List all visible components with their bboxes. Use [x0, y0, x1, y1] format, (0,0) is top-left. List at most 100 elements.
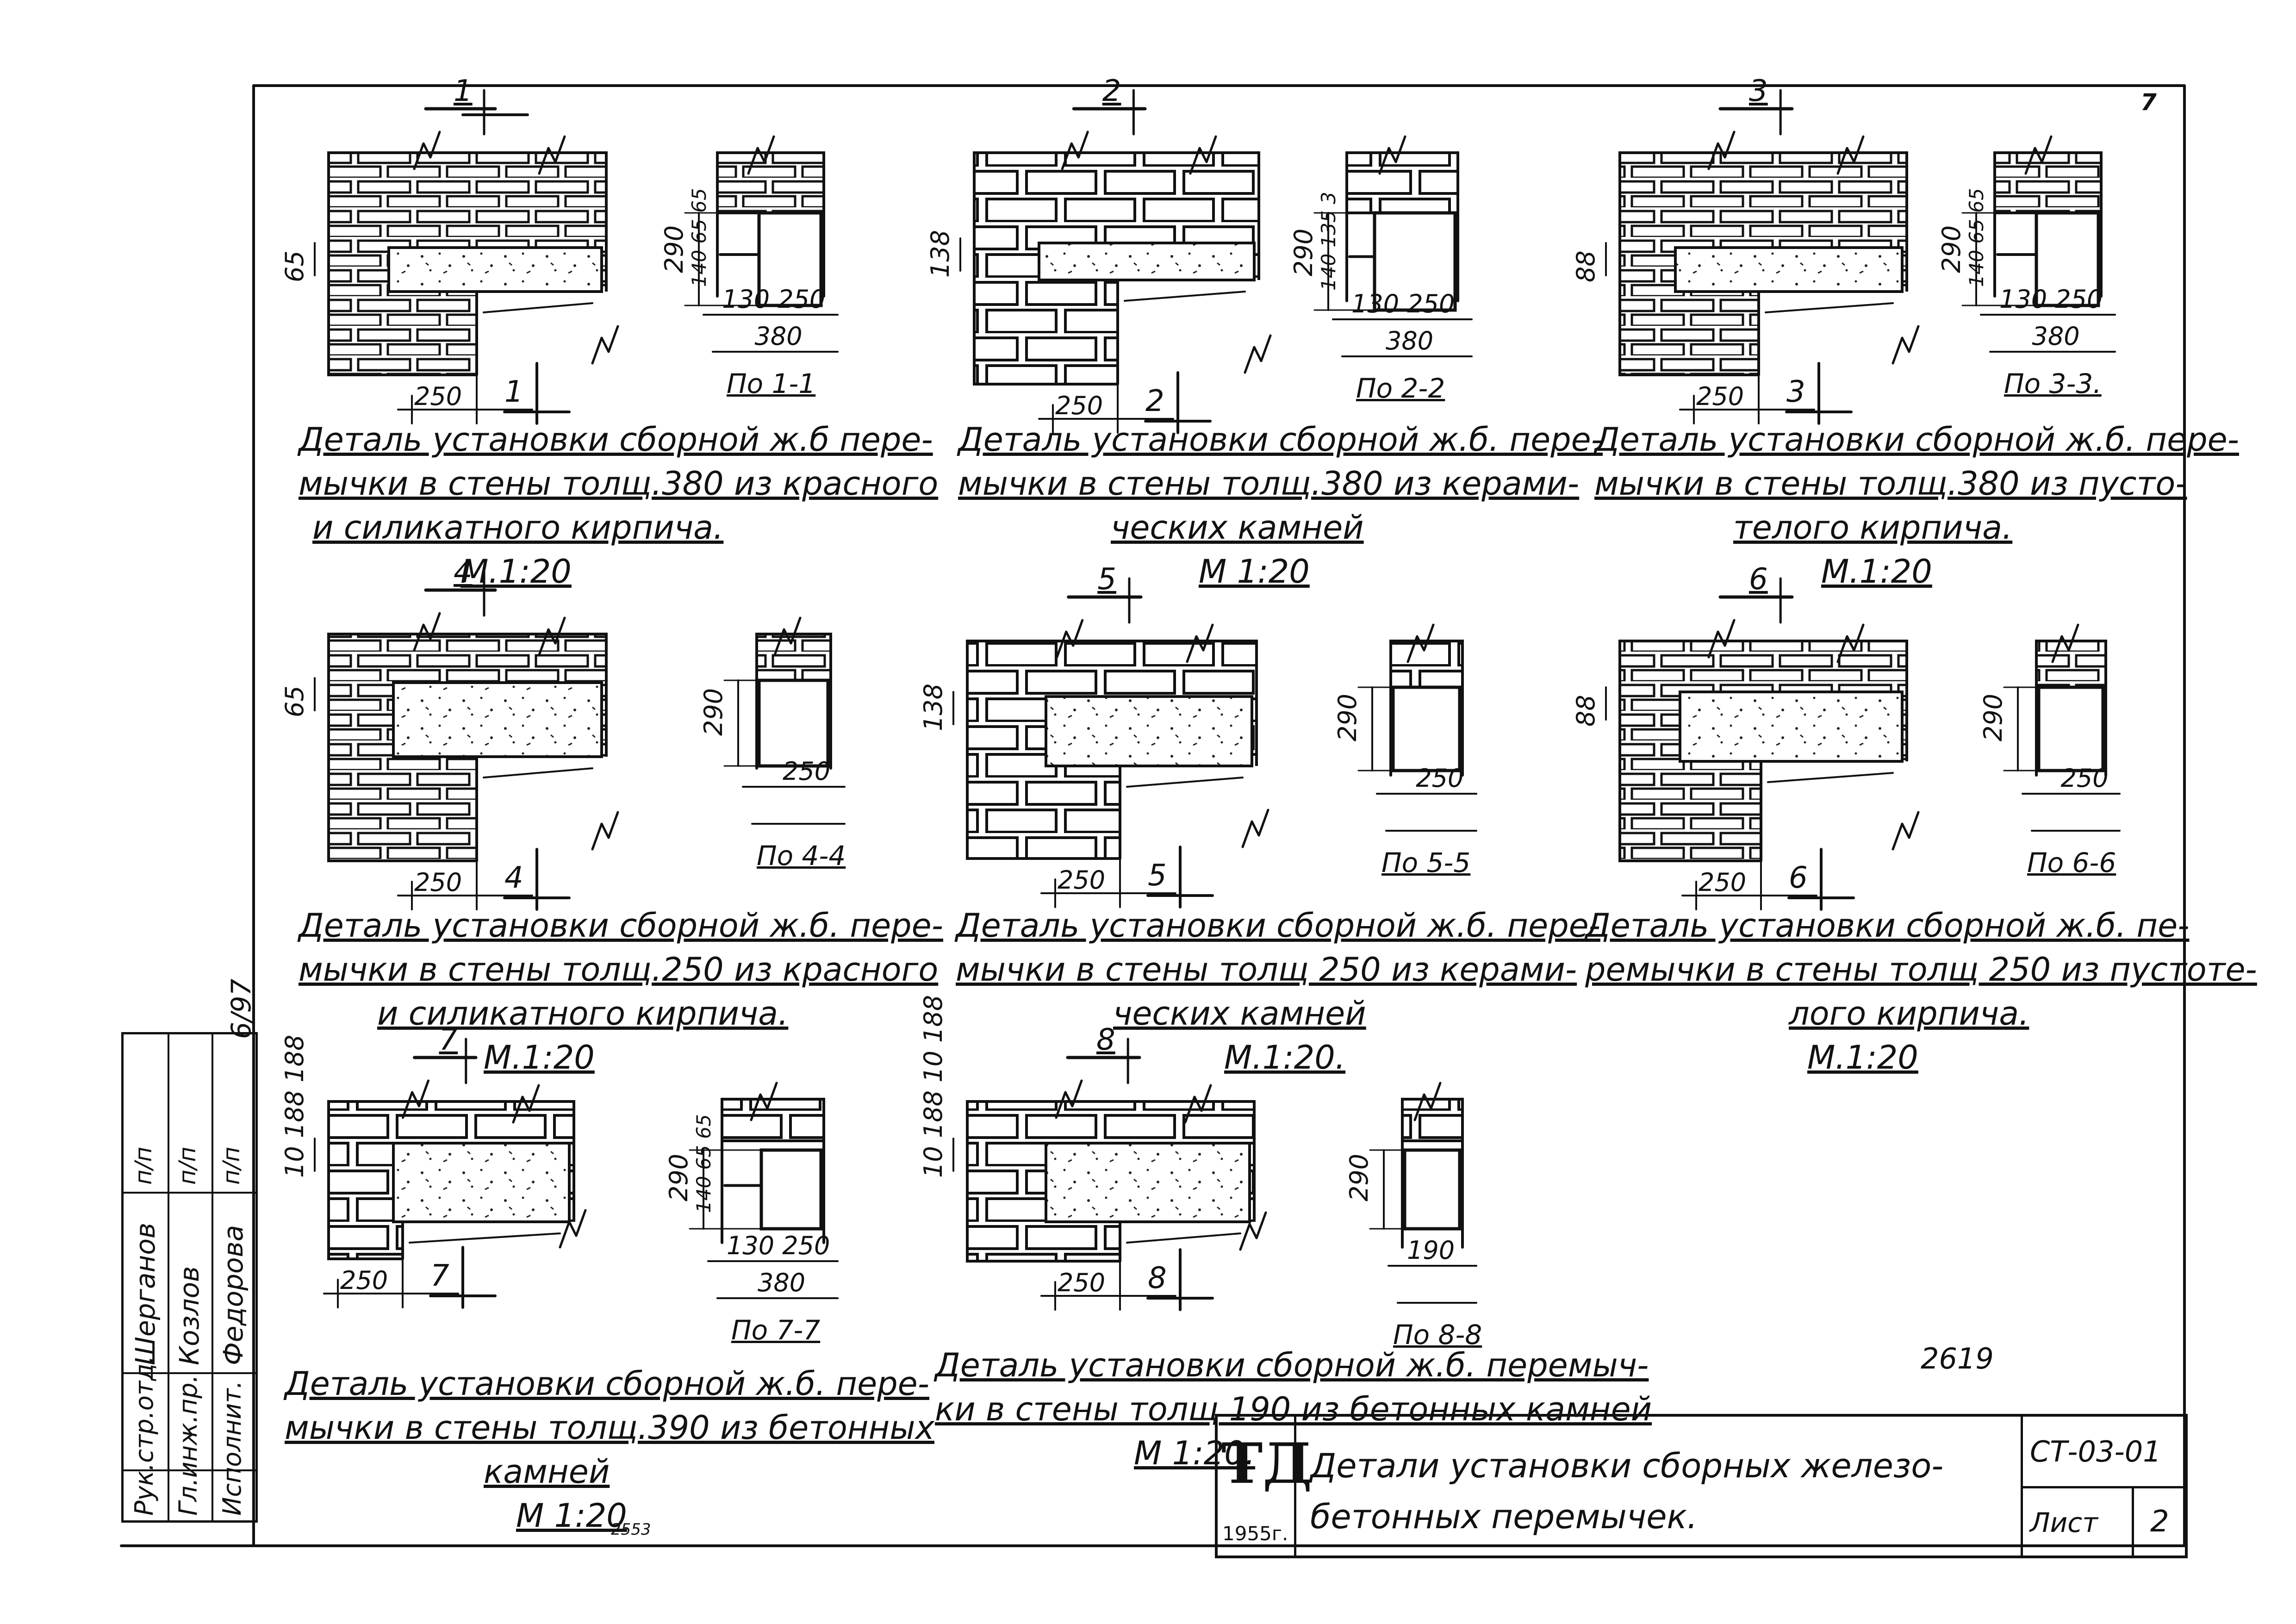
section-lintel — [1373, 211, 1457, 312]
frame-line — [1126, 1232, 1241, 1244]
sign-mark-1: п/п — [130, 1146, 157, 1185]
break-mark-top2 — [512, 1084, 540, 1124]
dim-bottom-w: 130 250 — [722, 285, 826, 314]
break-mark-right — [559, 1209, 587, 1249]
caption-line: и силикатного кирпича. — [312, 509, 724, 547]
caption-line: камней — [484, 1453, 610, 1491]
caption-line: ческих камней — [1113, 995, 1366, 1033]
wall-opening — [1118, 280, 1268, 393]
lintel-element — [392, 681, 603, 758]
opening-edge — [1760, 760, 1899, 862]
dim-bearing: 250 — [1055, 391, 1103, 420]
signature-block: Рук.стр.отд. Гл.инж.пр. Исполнит. Шерган… — [121, 1032, 258, 1523]
wall-opening — [1120, 1222, 1263, 1270]
caption-line: лого кирпича. — [1789, 995, 2029, 1033]
caption-scale: М.1:20 — [1821, 553, 1932, 591]
section-break-top — [750, 1082, 778, 1121]
caption-scale: М.1:20 — [484, 1039, 595, 1076]
caption-line: Деталь установки сборной ж.б. пере- — [958, 421, 1603, 459]
section-marker-top: 3 — [1749, 74, 1768, 108]
dim-side: 138 — [919, 683, 948, 731]
section-lintel — [1403, 1148, 1462, 1231]
caption-line: мычки в стены толщ.250 из красного — [299, 951, 939, 989]
caption-scale: М.1:20 — [1807, 1039, 1918, 1076]
break-mark-top — [1707, 619, 1736, 659]
caption-line: мычки в стены толщ.380 из керами- — [958, 465, 1580, 503]
break-mark-top2 — [538, 135, 566, 175]
dim-bottom-w: 190 — [1407, 1236, 1455, 1265]
dim-bottom-w: 130 250 — [1999, 285, 2103, 314]
lintel-element — [1045, 1142, 1251, 1223]
caption-line: телого кирпича. — [1733, 509, 2013, 547]
section-break-top — [773, 616, 802, 656]
dim-bottom-total: 380 — [754, 322, 803, 351]
bottom-code: 2553 — [611, 1520, 651, 1539]
dim-bearing: 250 — [414, 382, 462, 411]
dim-side: 65 — [280, 250, 309, 282]
dim-vertical: 290 — [699, 688, 728, 736]
break-mark-top — [1061, 131, 1089, 170]
frame-line — [483, 302, 593, 313]
section-marker-bottom: 6 — [1789, 861, 1808, 895]
dim-stack: 140 135 3 — [1317, 192, 1340, 291]
lintel-element — [1038, 242, 1256, 281]
section-masonry — [755, 633, 832, 682]
dim-vertical: 290 — [1289, 228, 1318, 276]
caption-line: ки в стены толщ 190 из бетонных камней — [935, 1390, 1652, 1428]
lintel-element — [1679, 691, 1904, 763]
doc-code: СТ-03-01 — [2030, 1435, 2161, 1468]
sheet-frame — [252, 84, 2186, 1547]
wall-opening — [403, 1222, 583, 1268]
caption-scale: М 1:20 — [516, 1497, 627, 1535]
section-title: По 4-4 — [757, 840, 846, 871]
break-mark-top — [402, 1079, 429, 1119]
section-step — [1996, 212, 2038, 256]
lintel-element — [1045, 695, 1253, 767]
section-title: По 7-7 — [731, 1314, 821, 1346]
caption-line: Деталь установки сборной ж.б. пе- — [1585, 907, 2190, 945]
frame-line — [1124, 291, 1246, 302]
section-step — [1348, 212, 1376, 258]
section-marker-bottom: 4 — [504, 861, 523, 895]
lintel-element — [387, 246, 603, 293]
section-marker-bottom: 3 — [1786, 375, 1805, 409]
dim-bearing: 250 — [1058, 1268, 1106, 1297]
dim-side: 88 — [1571, 250, 1600, 282]
dim-bottom-w: 130 250 — [727, 1231, 830, 1260]
side-code: 6/97 — [225, 978, 257, 1039]
caption-line: Деталь установки сборной ж.б перe- — [299, 421, 933, 459]
frame-line — [1767, 772, 1894, 783]
dim-bearing: 250 — [1699, 868, 1747, 897]
break-mark-right — [1892, 811, 1920, 851]
section-marker-top: 2 — [1102, 74, 1121, 108]
inner-number: 2619 — [1921, 1342, 1994, 1375]
wall-opening — [1761, 761, 1916, 870]
break-mark-right — [1244, 334, 1272, 374]
section-title: По 8-8 — [1393, 1319, 1482, 1350]
dim-bottom-total: 250 — [783, 757, 831, 786]
section-break-top — [747, 135, 775, 175]
caption-line: ческих камней — [1111, 509, 1364, 547]
frame-line — [1126, 777, 1244, 788]
section-lintel — [759, 1148, 823, 1231]
break-mark-top2 — [1189, 135, 1217, 175]
dim-bearing: 250 — [1058, 865, 1106, 895]
section-marker-bottom: 2 — [1145, 384, 1164, 418]
dim-vertical: 290 — [1979, 693, 2008, 741]
dim-vertical: 290 — [1344, 1153, 1374, 1201]
dim-stack: 140 65 65 — [1965, 188, 1988, 287]
break-mark-right — [1892, 325, 1920, 365]
section-break-top — [2051, 623, 2079, 663]
break-mark-top — [1056, 619, 1084, 659]
break-mark-top2 — [1836, 135, 1865, 175]
frame-line — [1765, 302, 1894, 313]
break-mark-right — [1239, 1211, 1267, 1251]
sign-name-3: Федорова — [218, 1225, 249, 1365]
break-mark-top — [413, 131, 441, 170]
break-mark-right — [591, 325, 619, 365]
opening-edge — [475, 290, 598, 376]
dim-stack: 140 65 65 — [688, 188, 710, 287]
break-mark-top2 — [1184, 1084, 1212, 1124]
section-marker-top: 1 — [454, 74, 473, 108]
